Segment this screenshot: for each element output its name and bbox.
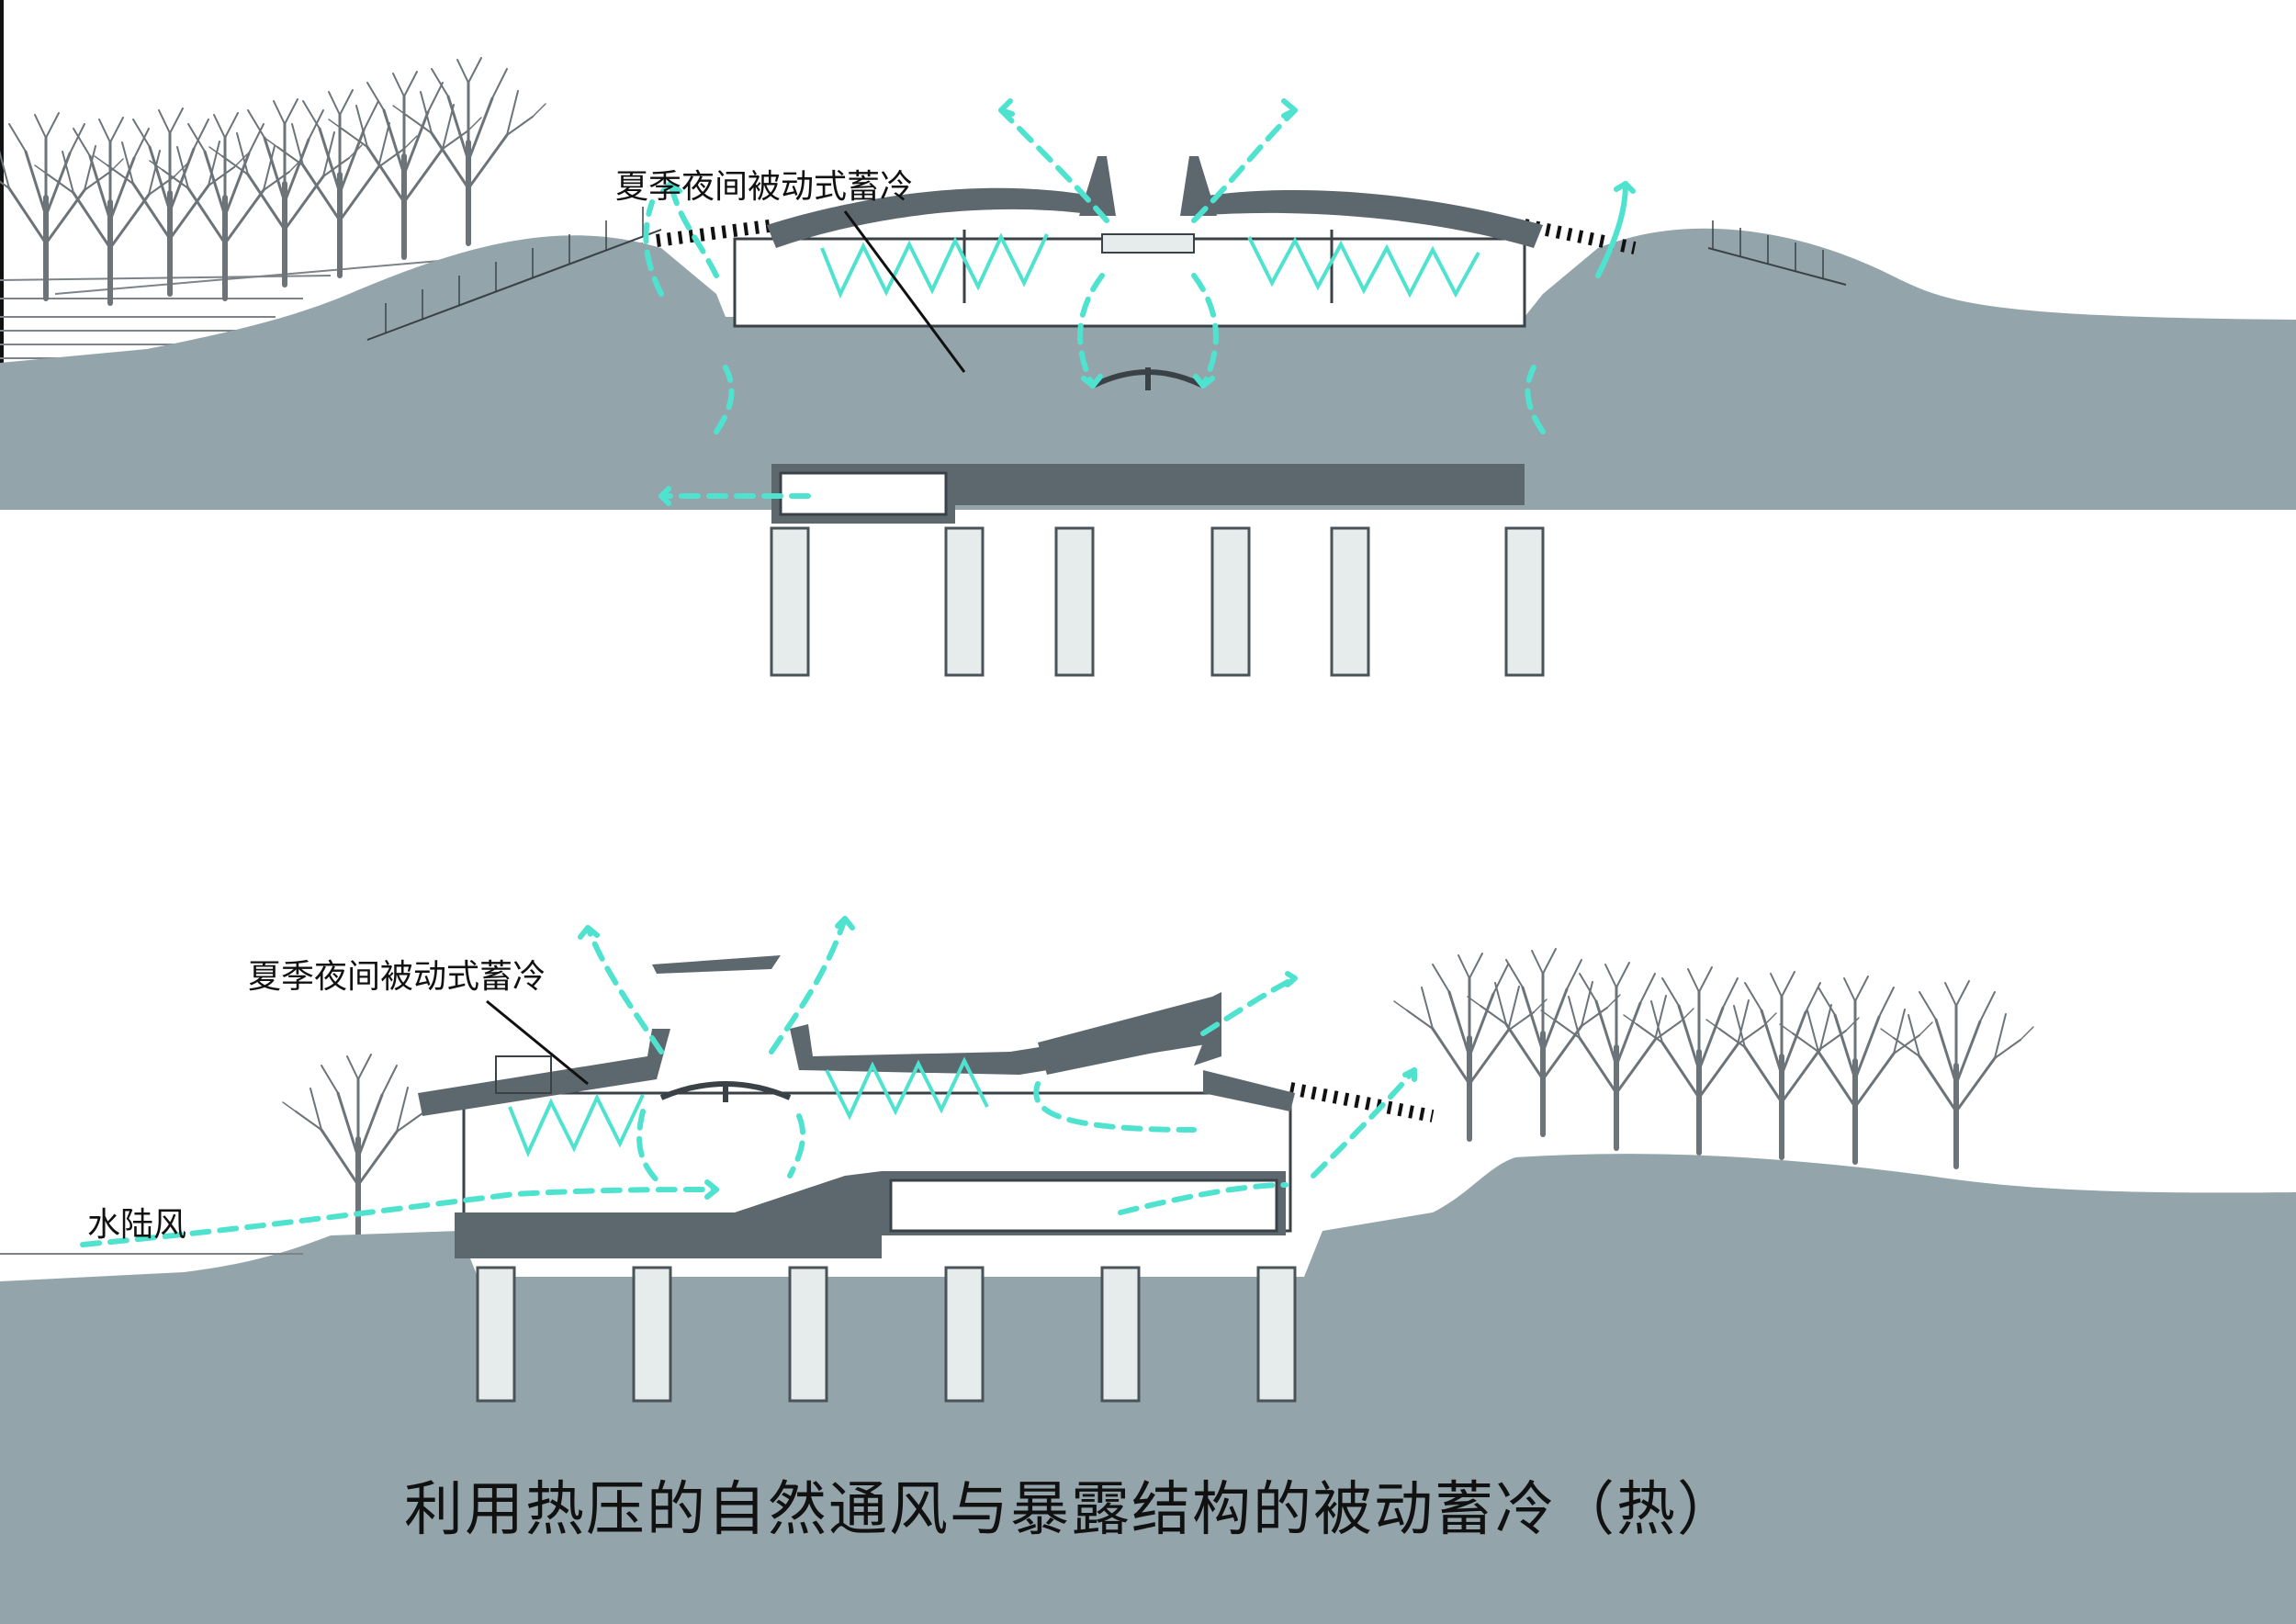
top-skylight-cap: [1101, 233, 1195, 254]
tree-icon: [1468, 949, 1620, 1134]
bottom-zigzag-left: [508, 1093, 645, 1158]
bottom-section: 夏季夜间被动式蓄冷 水陆风: [0, 916, 2296, 1624]
bottom-zigzag-right: [825, 1056, 989, 1121]
tree-icon: [393, 58, 546, 243]
bottom-roof-left: [418, 1029, 670, 1116]
top-label-leader: [843, 210, 966, 373]
bottom-label-leader: [486, 999, 589, 1086]
top-zigzag-right: [1247, 236, 1480, 299]
top-section-label: 夏季夜间被动式蓄冷: [615, 168, 913, 206]
bottom-ground: [0, 1154, 2296, 1624]
bottom-terrace-rail: [495, 1055, 552, 1094]
bottom-glazing-hatch: [1289, 1082, 1435, 1122]
tree-icon: [1394, 953, 1547, 1139]
top-roof-left: [767, 187, 1102, 248]
tree-icon: [1706, 972, 1859, 1157]
bottom-lower-room: [889, 1179, 1278, 1233]
top-section: 夏季夜间被动式蓄冷: [0, 0, 2296, 677]
top-left-railing: [366, 229, 662, 341]
bottom-roof-right-lower: [1203, 1070, 1295, 1111]
tree-icon: [35, 118, 187, 303]
bottom-roof-mid: [790, 1020, 1217, 1075]
top-zigzag-left: [820, 232, 1049, 299]
top-piles: [770, 526, 1545, 677]
bottom-roof-right: [1038, 992, 1221, 1075]
tree-icon: [1881, 981, 2033, 1167]
top-right-railing-posts: [1712, 220, 1824, 279]
top-chimney-right: [1180, 156, 1217, 216]
bottom-piles: [476, 1266, 1297, 1403]
top-left-railing-posts: [385, 207, 644, 333]
frame-edge: [0, 0, 4, 510]
tree-icon: [1780, 976, 1932, 1162]
bottom-section-label: 夏季夜间被动式蓄冷: [248, 958, 546, 996]
figure-caption: 利用热压的自然通风与暴露结构的被动蓄冷（热）: [404, 1476, 1738, 1544]
bottom-vent-cap: [652, 955, 781, 974]
bottom-airflow: [80, 916, 1417, 1247]
top-airflow: [643, 98, 1636, 506]
top-floor-slab: [771, 464, 1525, 524]
top-roof-right: [1194, 189, 1543, 248]
top-glazing-hatch: [656, 219, 1637, 254]
wind-label: 水陆风: [87, 1206, 186, 1244]
